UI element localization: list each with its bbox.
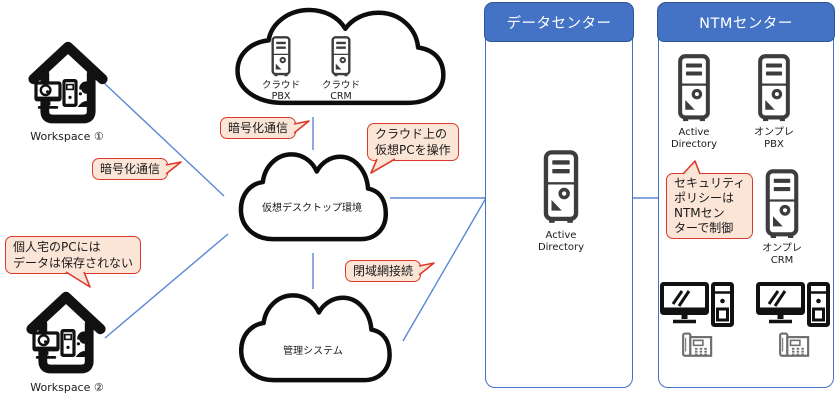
house-icon-workspace1	[28, 38, 108, 128]
zone-datacenter: データセンター	[484, 2, 634, 388]
line-ws2-vdi	[104, 233, 229, 339]
callout-no-data: 個人宅のPCには データは保存されない	[5, 236, 142, 288]
server-icon-onpremise-crm	[763, 169, 801, 241]
callout-tail	[418, 262, 435, 276]
ntm-header: NTMセンター	[657, 2, 835, 43]
workspace1-label: Workspace ①	[30, 130, 104, 143]
callout-virtual-pc: クラウド上の 仮想PCを操作	[367, 123, 459, 174]
cloud-management-system	[239, 293, 392, 382]
desk-phone-icon-2	[779, 332, 810, 357]
virtual-desktop-label: 仮想デスクトップ環境	[262, 203, 362, 214]
callout-security-policy: セキュリティ ポリシーは NTMセン ターで制御	[666, 160, 754, 239]
ntm-active-directory-label: Active Directory	[670, 127, 718, 150]
onpremise-crm-label: オンプレ CRM	[762, 243, 802, 266]
desktop-pc-icon-2	[756, 282, 830, 327]
callout-tail	[682, 160, 701, 175]
server-icon-cloud-pbx	[271, 36, 291, 78]
workspace2-label: Workspace ②	[30, 381, 104, 394]
onpremise-pbx-label: オンプレ PBX	[754, 127, 794, 150]
callout-tail	[370, 158, 396, 174]
callout-tail	[165, 161, 182, 175]
desktop-pc-icon-1	[660, 282, 734, 327]
server-icon-active-directory-ntm	[674, 54, 714, 124]
callout-tail	[65, 271, 91, 288]
dc-active-directory-label: Active Directory	[537, 230, 585, 253]
server-icon-cloud-crm	[331, 36, 351, 78]
datacenter-header: データセンター	[484, 2, 634, 43]
callout-tail	[293, 120, 310, 134]
desk-phone-icon-1	[682, 332, 713, 357]
callout-closed-network: 閉域網接続	[345, 260, 435, 282]
server-icon-onpremise-pbx	[754, 54, 794, 124]
cloud-crm-label: クラウド CRM	[321, 80, 360, 102]
house-icon-workspace2	[26, 288, 106, 378]
callout-encrypted-left: 暗号化通信	[92, 158, 182, 180]
server-icon-active-directory-dc	[539, 150, 583, 226]
management-system-label: 管理システム	[283, 346, 343, 357]
line-ws1-vdi	[102, 81, 225, 197]
callout-encrypted-top: 暗号化通信	[220, 117, 310, 139]
cloud-virtual-desktop	[239, 152, 388, 241]
cloud-pbx-label: クラウド PBX	[261, 80, 300, 102]
line-mgmt-datacenter	[402, 197, 487, 342]
